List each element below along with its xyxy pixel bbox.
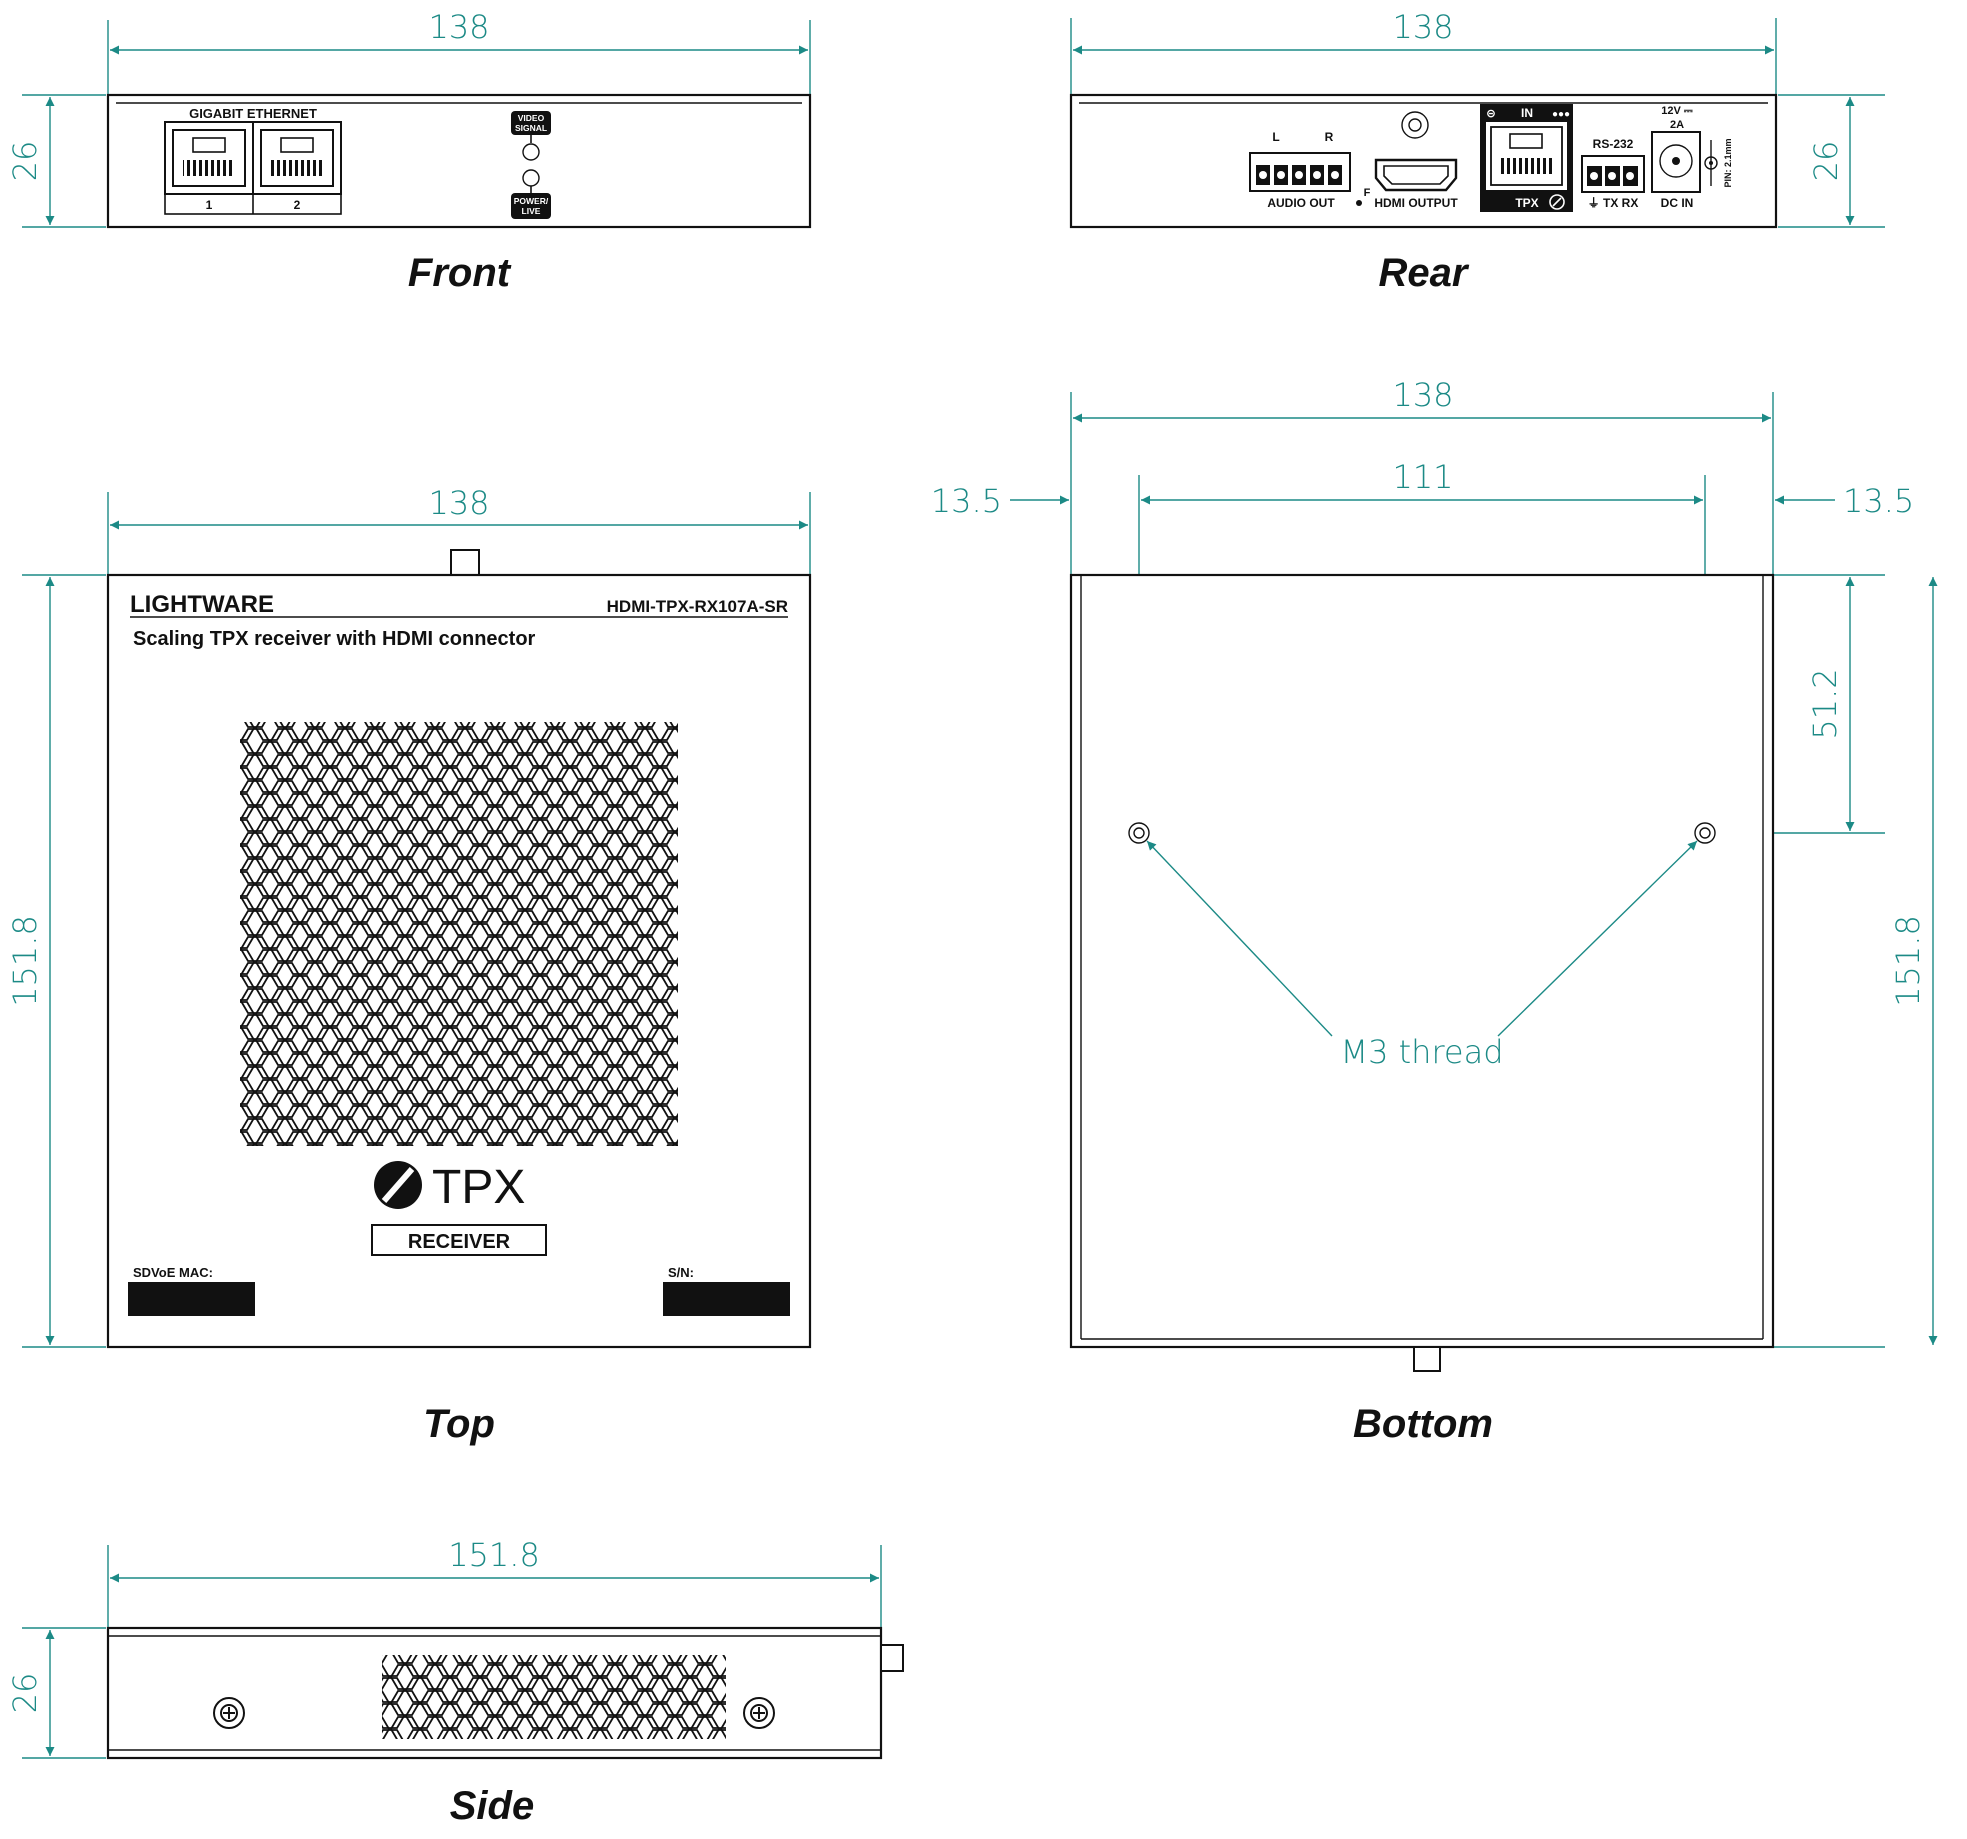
side-connector-tab [880,1644,904,1672]
rs232-connector [1581,155,1645,193]
rear-height-value: 26 [1807,141,1845,182]
receiver-label: RECEIVER [408,1231,511,1253]
bottom-panel [1069,573,1775,1349]
hdmi-output-connector [1374,158,1458,192]
bottom-view-title: Bottom [1353,1402,1493,1446]
top-connector-tab [450,549,480,576]
dc-in-label: DC IN [1661,196,1694,210]
top-view: 138 151.8 LIGHTWARE HDMI-TPX-RX107A-SR S… [6,484,812,1446]
front-width-value: 138 [428,8,489,46]
port-2-label: 2 [294,198,301,212]
rear-view: 138 26 L R AUDIO OUT F HDMI OUTPUT [1069,8,1885,295]
dc-pin-label: PIN: 2.1mm [1723,138,1733,187]
tpx-port-label: TPX [1515,196,1538,210]
front-view-title: Front [408,251,512,295]
ethernet-port-1 [164,121,254,195]
power-live-badge [511,193,551,219]
polarity-icon [1704,140,1718,186]
rs232-label: RS-232 [1593,137,1634,151]
rear-view-title: Rear [1379,251,1470,295]
front-view: 138 26 GIGABIT ETHERNET 1 2 VIDEO SIGNAL [6,8,812,295]
tpx-logo: TPX [374,1161,525,1214]
bottom-width-value: 138 [1392,376,1453,414]
mac-label: SDVoE MAC: [133,1265,213,1280]
model-name: HDMI-TPX-RX107A-SR [607,597,788,616]
audio-out-label: AUDIO OUT [1267,196,1335,210]
link-icon: ⊝ [1486,108,1495,120]
ethernet-group-label: GIGABIT ETHERNET [189,106,317,121]
rs232-pins-label: ⏚ TX RX [1588,196,1639,210]
tpx-in-connector: IN ⊝ ●●● TPX [1480,104,1573,212]
f-label: F [1364,187,1371,199]
sn-label-box [663,1282,790,1316]
video-signal-label-b: SIGNAL [515,123,547,133]
ventilation-grille [240,722,678,1146]
side-ventilation-grille [382,1655,726,1739]
mac-label-box [128,1282,255,1316]
dc-in-connector [1651,131,1701,193]
mount-hole-left [1128,822,1150,844]
hole-depth-value: 51.2 [1806,668,1844,739]
hdmi-output-label: HDMI OUTPUT [1374,196,1458,210]
left-offset-value: 13.5 [931,482,1002,520]
top-height-value: 151.8 [6,915,44,1007]
sn-label: S/N: [668,1265,694,1280]
screw-left-icon [213,1697,245,1729]
front-height-value: 26 [6,141,44,182]
side-view: 151.8 26 Side [6,1536,904,1828]
dots-icon: ●●● [1552,109,1570,120]
audio-out-connector [1249,152,1351,192]
hdmi-lock-screw [1401,111,1429,139]
thread-leader-left [1146,840,1333,1037]
product-description: Scaling TPX receiver with HDMI connector [133,628,536,650]
port-1-label: 1 [206,198,213,212]
brand-logo: LIGHTWARE [130,591,274,618]
side-width-value: 151.8 [448,1536,540,1574]
audio-right-label: R [1325,130,1334,144]
bottom-connector-tab [1413,1346,1441,1372]
f-dot-icon [1356,200,1362,206]
bottom-height-value: 151.8 [1889,915,1927,1007]
tpx-logo-icon [1549,194,1565,210]
rear-width-value: 138 [1392,8,1453,46]
audio-left-label: L [1272,130,1279,144]
ethernet-port-2 [252,121,342,195]
power-live-label-b: LIVE [522,206,541,216]
tpx-in-label: IN [1521,106,1533,120]
mount-hole-right [1694,822,1716,844]
power-live-label-a: POWER/ [514,196,549,206]
video-signal-label-a: VIDEO [518,113,545,123]
tpx-logo-text: TPX [432,1161,525,1214]
hole-spacing-value: 111 [1392,458,1453,496]
bottom-view: 138 111 13.5 13.5 51.2 151.8 M3 thread B… [931,376,1938,1446]
thread-label: M3 thread [1340,1033,1503,1071]
dc-voltage-label: 12V ⎓ [1661,105,1693,117]
dc-amp-label: 2A [1670,119,1684,131]
side-view-title: Side [450,1784,534,1828]
thread-leader-right [1497,840,1698,1037]
top-width-value: 138 [428,484,489,522]
screw-right-icon [743,1697,775,1729]
video-signal-led [522,143,540,161]
right-offset-value: 13.5 [1843,482,1914,520]
video-signal-badge [511,111,551,135]
receiver-box [371,1224,547,1256]
top-view-title: Top [423,1402,495,1446]
side-height-value: 26 [6,1673,44,1714]
